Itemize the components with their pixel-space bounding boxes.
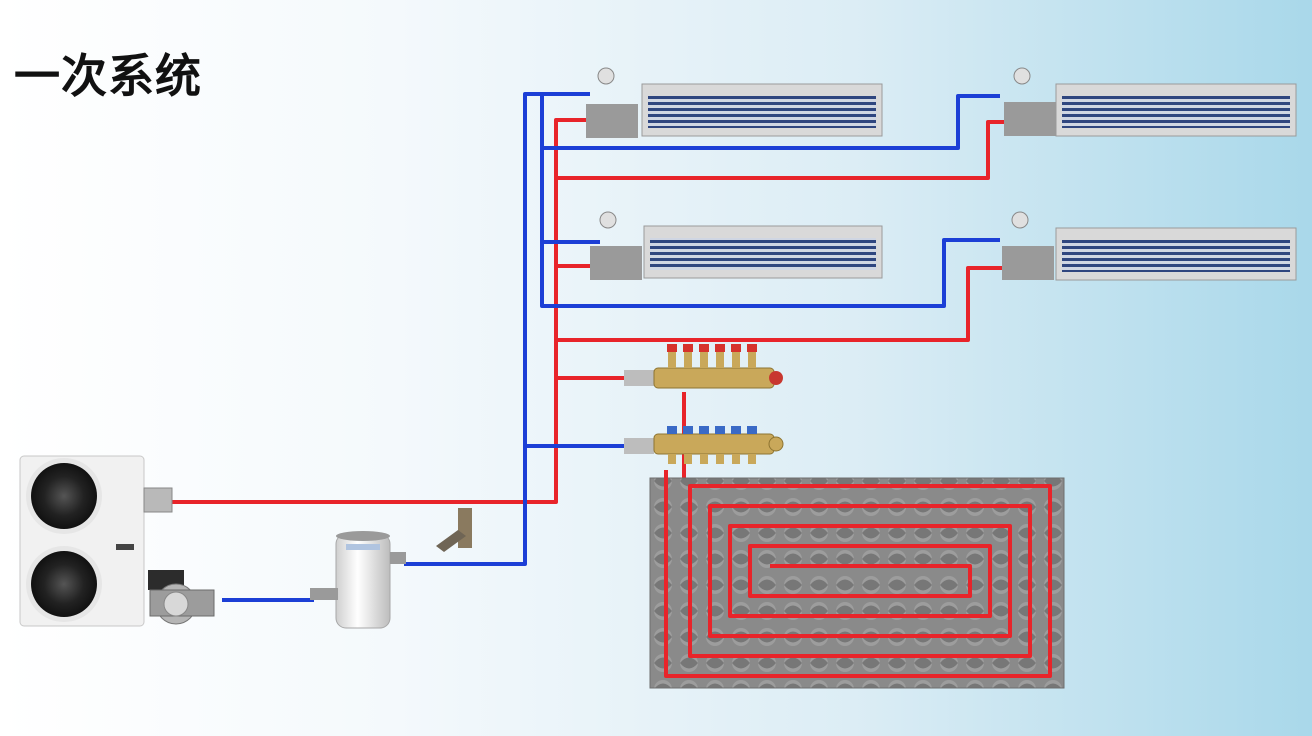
buffer-water-tank: [310, 531, 406, 629]
supply-manifold: [624, 344, 783, 389]
fan-coil-mid-right: [1002, 211, 1297, 281]
floor-heating-coil: [649, 470, 1065, 689]
fan-coil-top-right: [1004, 67, 1297, 137]
return-mid-left: [540, 148, 600, 244]
return-manifold: [624, 426, 784, 464]
return-main: [404, 92, 590, 566]
y-strainer: [436, 508, 472, 552]
supply-main: [170, 118, 605, 504]
page-title: 一次系统: [14, 49, 202, 103]
return-mid-right: [540, 238, 1000, 308]
return-pipes: [222, 92, 1000, 602]
heat-pump-outdoor-unit: [19, 455, 173, 627]
circulation-pump: [148, 570, 215, 625]
return-top-right: [540, 94, 1000, 150]
fan-coil-mid-left: [590, 211, 883, 280]
fan-coil-top-left: [586, 67, 883, 138]
supply-mid-right: [556, 266, 1008, 342]
